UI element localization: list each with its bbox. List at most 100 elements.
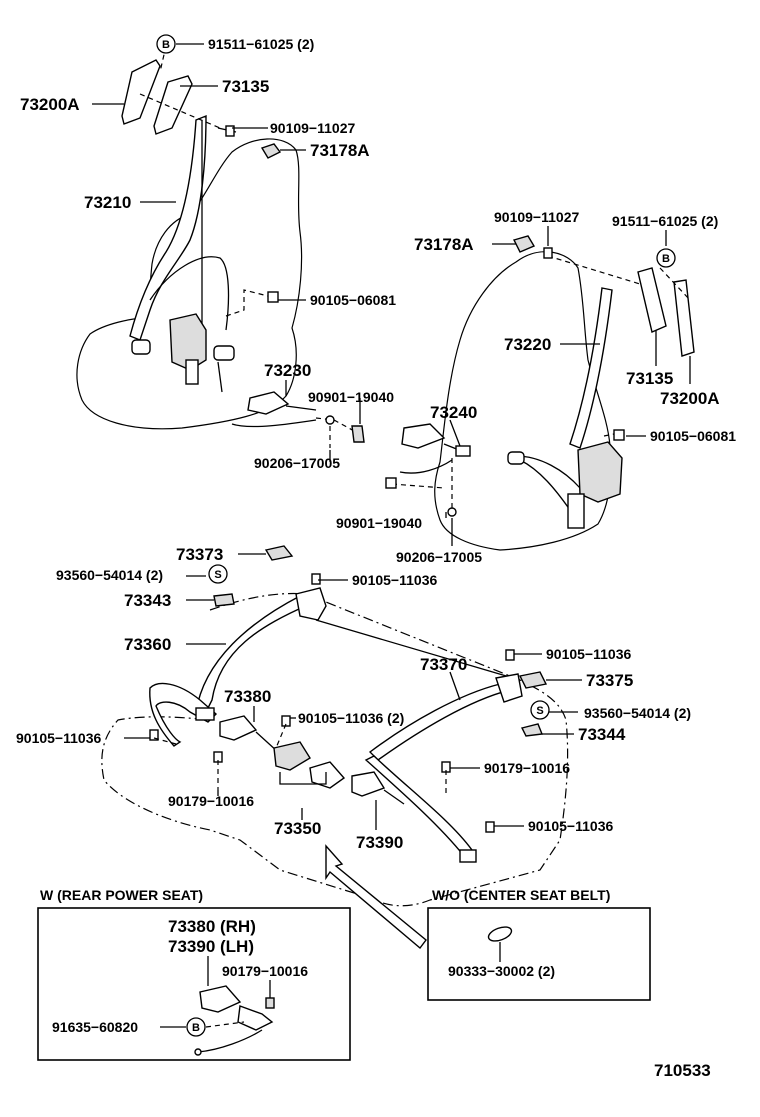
w-box-b-marker-label: B — [192, 1022, 200, 1034]
rear-left-anchor-upper — [295, 587, 327, 621]
wo-box-label-90333: 90333−30002 (2) — [448, 963, 555, 979]
bolt-90105-11036-a — [311, 573, 321, 585]
front-left-guide — [213, 345, 235, 361]
wo-center-seat-belt-box: W/O (CENTER SEAT BELT) 90333−30002 (2) — [427, 887, 651, 1001]
cover-73178A-right — [512, 235, 536, 253]
label-90901-top: 90901−19040 — [308, 389, 394, 405]
front-right-seat-outline — [434, 251, 612, 551]
w-rear-power-seat-box: W (REAR POWER SEAT) 73380 (RH) 73390 (LH… — [37, 887, 351, 1061]
rear-shelf-line — [315, 619, 521, 681]
wo-box-frame — [427, 907, 651, 1001]
s-marker-right-icon — [530, 700, 550, 720]
bolt-90109-right — [543, 247, 553, 259]
label-73370: 73370 — [420, 655, 467, 674]
bolt-90105-11036-2 — [281, 715, 291, 727]
front-left-belt-end — [131, 339, 151, 355]
buckle-73240-wire — [399, 459, 453, 474]
diagram-id: 710533 — [654, 1061, 711, 1080]
label-90105-06081-right: 90105−06081 — [650, 428, 736, 444]
buckle-73230-stalk — [285, 405, 317, 411]
dash-90105-right — [603, 433, 615, 437]
dash-90105-left — [225, 289, 269, 317]
cover-73373 — [264, 545, 294, 561]
label-90109-right: 90109−11027 — [494, 209, 579, 225]
wo-box-cap — [487, 926, 513, 942]
w-box-label-73390: 73390 (LH) — [168, 937, 254, 956]
arrow-to-wo-box — [325, 844, 427, 950]
buckle-73350 — [273, 741, 311, 771]
washer-90206-left — [325, 415, 335, 425]
rear-right-anchor-upper — [495, 673, 523, 703]
cover-73375 — [518, 671, 548, 689]
bolt-90105-11036-left — [149, 729, 159, 741]
w-box-title: W (REAR POWER SEAT) — [40, 887, 203, 903]
buckle-73390 — [351, 771, 386, 797]
buckle-73240 — [401, 423, 446, 449]
label-73178A-right: 73178A — [414, 235, 474, 254]
label-73200A-right: 73200A — [660, 389, 720, 408]
w-box-label-91635: 91635−60820 — [52, 1019, 138, 1035]
label-73373: 73373 — [176, 545, 223, 564]
w-box-dash-91635 — [205, 1021, 245, 1028]
buckle-73230 — [247, 391, 290, 415]
label-73240: 73240 — [430, 403, 477, 422]
buckle-73350-tongue — [309, 761, 346, 789]
b-marker-right-label: B — [662, 253, 670, 265]
dash-90901-bottom — [391, 483, 445, 489]
label-90901-bottom: 90901−19040 — [336, 515, 422, 531]
bolt-90105-11036-c — [485, 821, 495, 833]
bolt-90901-bottom — [385, 477, 397, 489]
dash-bolt-right — [547, 255, 641, 285]
label-91511-right: 91511−61025 (2) — [612, 213, 718, 229]
dash-bracket-bolt — [139, 93, 221, 129]
s-marker-right-label: S — [536, 705, 543, 717]
bolt-90105-11036-b — [505, 649, 515, 661]
label-90105-11036-2: 90105−11036 (2) — [298, 710, 404, 726]
dash-90105-2 — [275, 723, 287, 749]
w-box-b-marker-icon — [186, 1017, 206, 1037]
label-93560-right: 93560−54014 (2) — [584, 705, 691, 721]
bracket-73350 — [279, 772, 327, 785]
cover-73344 — [520, 723, 543, 737]
label-90179-left: 90179−10016 — [168, 793, 254, 809]
front-right-seat-group — [385, 235, 695, 551]
label-90206-right: 90206−17005 — [396, 549, 482, 565]
rear-right-lap-anchor — [459, 849, 477, 863]
bolt-90901-top — [351, 425, 365, 443]
label-73360: 73360 — [124, 635, 171, 654]
front-right-belt-end — [507, 451, 525, 465]
dash-buckle-73230 — [315, 417, 357, 433]
label-90105-11036-left: 90105−11036 — [16, 730, 101, 746]
w-box-bolt — [265, 997, 275, 1009]
front-left-seat-outline — [76, 138, 303, 430]
w-box-buckle-base — [237, 1005, 274, 1031]
b-marker-top-icon — [156, 34, 176, 54]
dash-90105-left — [153, 737, 177, 745]
front-right-retractor — [577, 441, 623, 503]
s-marker-left-label: S — [214, 569, 221, 581]
w-box-wire — [197, 1029, 263, 1053]
label-73210: 73210 — [84, 193, 131, 212]
buckle-73230-wire — [231, 419, 317, 428]
label-91511-top: 91511−61025 (2) — [208, 36, 314, 52]
cover-73178A-left — [260, 143, 282, 159]
front-left-belt-lap — [149, 256, 230, 331]
wo-box-title: W/O (CENTER SEAT BELT) — [432, 887, 610, 903]
label-90105-11036-a: 90105−11036 — [352, 572, 437, 588]
w-box-label-73380: 73380 (RH) — [168, 917, 256, 936]
bolt-90105-06081-left — [267, 291, 279, 303]
label-73178A-top: 73178A — [310, 141, 370, 160]
label-73200A-top: 73200A — [20, 95, 80, 114]
bracket-73200A-top — [121, 59, 161, 125]
w-box-connector — [194, 1048, 202, 1056]
part-labels: B 91511−61025 (2) 73200A 73135 90109−110… — [16, 34, 736, 852]
front-right-retractor-base — [567, 493, 585, 529]
w-box-buckle — [199, 985, 242, 1013]
dash-bracket-right — [659, 267, 691, 301]
front-left-seat-group — [76, 45, 365, 448]
bracket-73200A-right — [673, 279, 695, 357]
label-73135-right: 73135 — [626, 369, 673, 388]
bolt-90105-06081-right — [613, 429, 625, 441]
